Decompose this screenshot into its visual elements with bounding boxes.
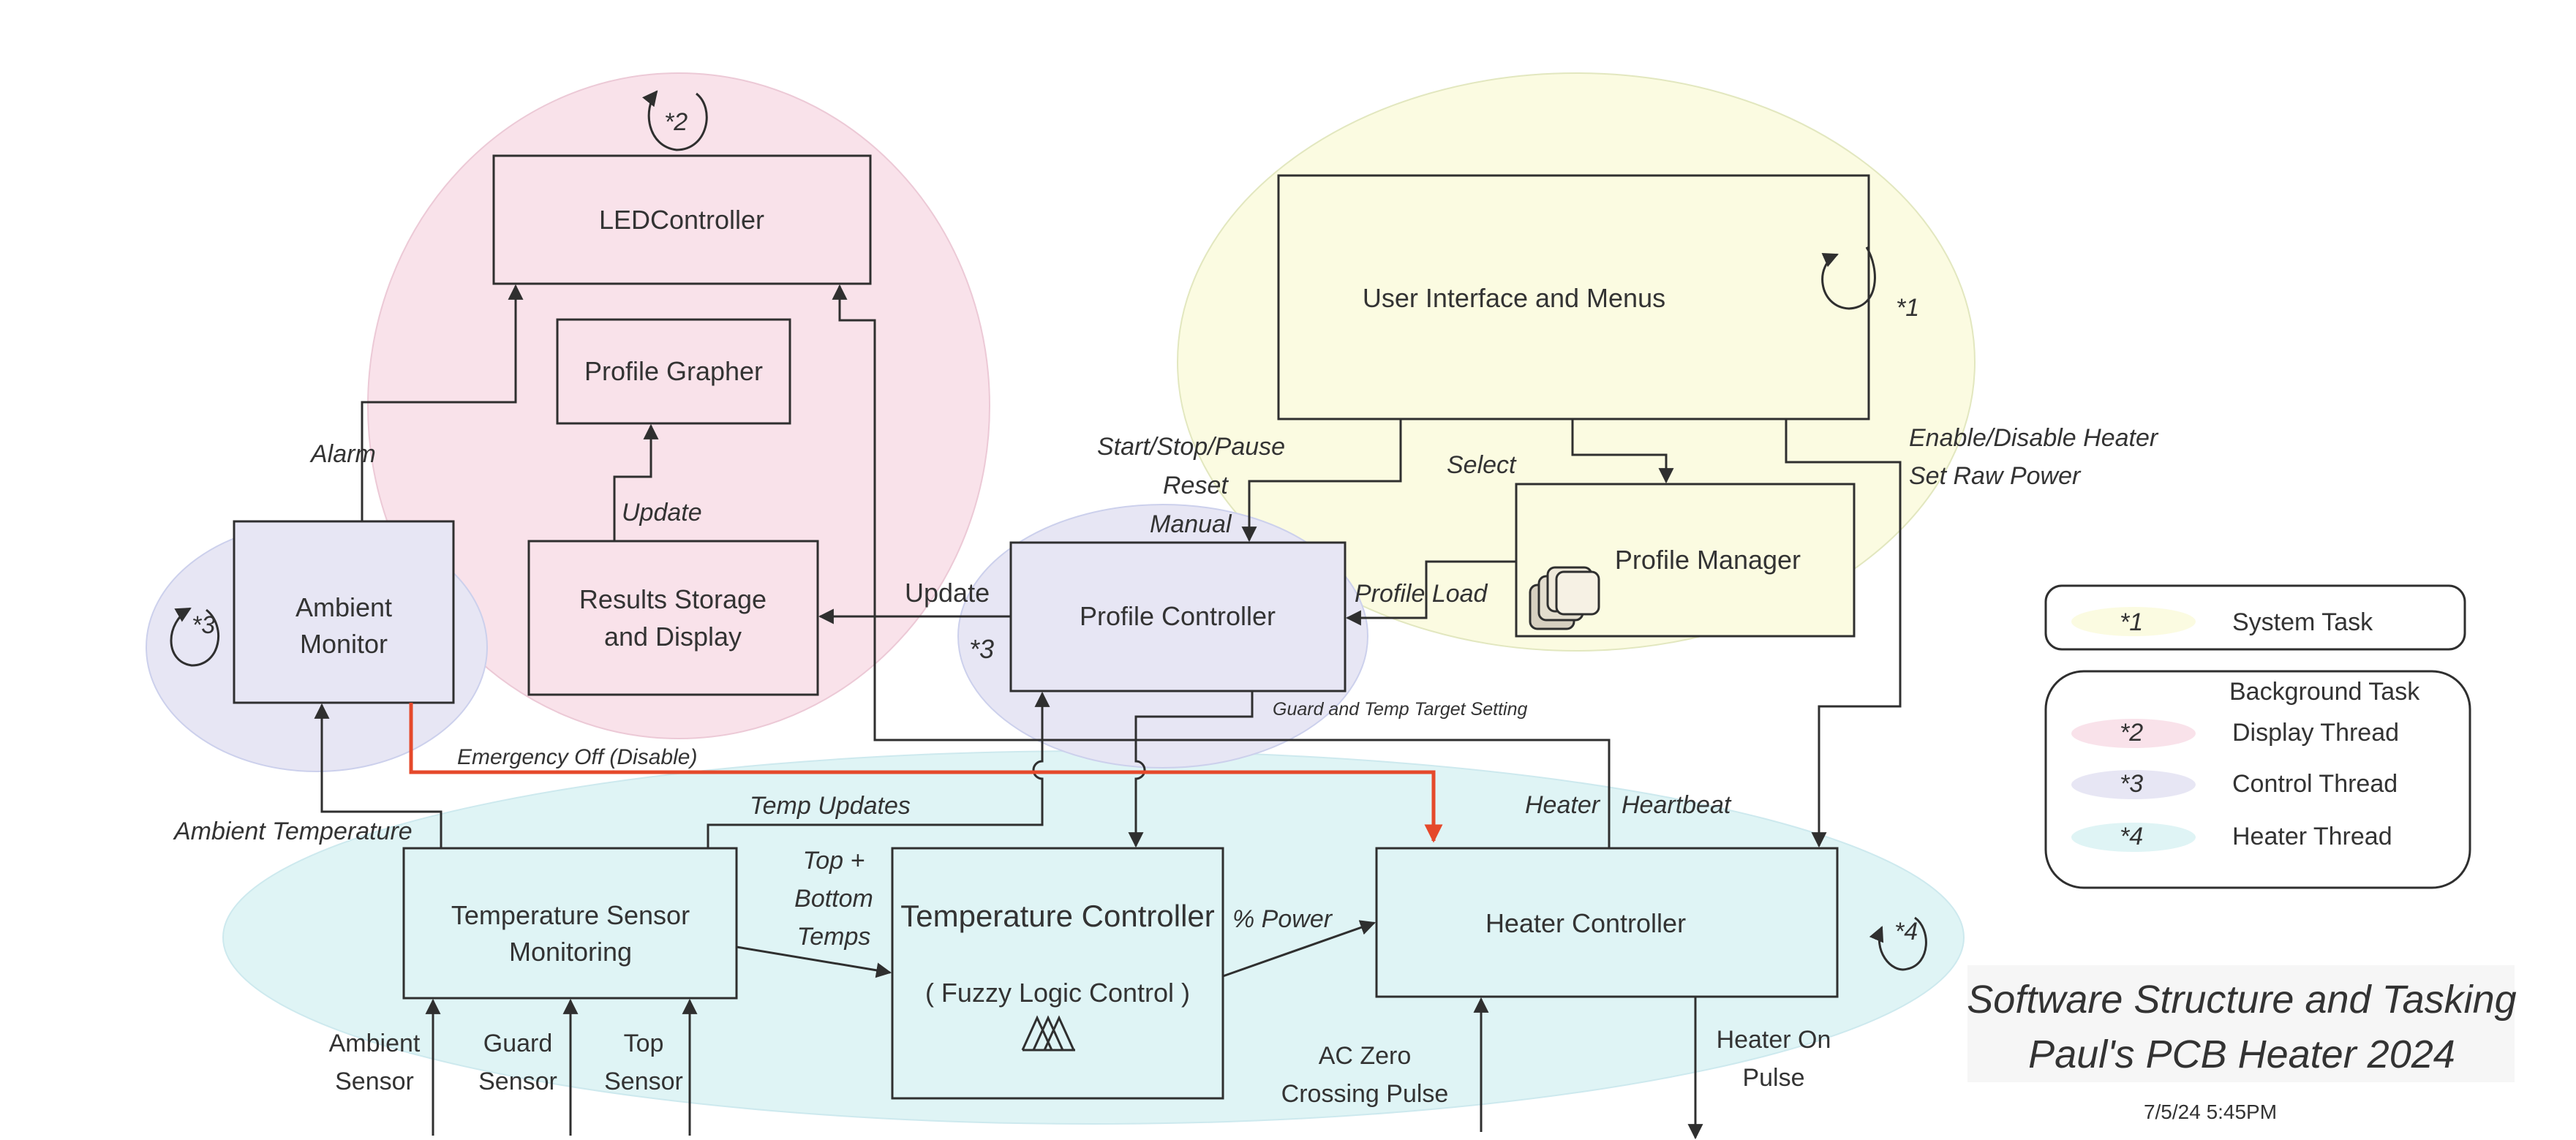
legend: *1 System Task Background Task *2 Displa… [2044,584,2471,889]
ac-zero-label-1: AC Zero [1319,1042,1412,1070]
temp-controller-box [891,847,1224,1100]
fuzzy-membership-icon [1021,1015,1075,1052]
legend-background-title: Background Task [2229,678,2420,706]
legend-system-label: System Task [2232,608,2373,636]
guard-sensor-label-1: Guard [483,1030,553,1057]
diagram-title-line1: Software Structure and Tasking [1967,978,2516,1022]
update-grapher-label: Update [622,499,702,526]
temp-sensor-box [402,847,738,1000]
ui-menus-box [1277,174,1870,420]
legend-display-label: Display Thread [2232,719,2399,747]
ambient-temperature-arrow [314,703,442,848]
guard-sensor-label-2: Sensor [478,1068,557,1095]
guard-setting-label: Guard and Temp Target Setting [1273,699,1527,720]
title-background [1967,965,2515,1082]
legend-heater-marker: *4 [2120,823,2143,850]
select-label: Select [1447,451,1517,479]
ambient-monitor-label-1: Ambient [295,592,392,622]
led-controller-label: LEDController [599,205,764,235]
top-bottom-label-3: Temps [797,923,871,951]
legend-display-swatch [2071,719,2196,748]
legend-control-marker: *3 [2120,770,2143,798]
emergency-off-label: Emergency Off (Disable) [457,745,697,769]
start-stop-label: Start/Stop/Pause [1097,433,1285,461]
enable-heater-arrow [1785,419,1902,848]
svg-text:*3: *3 [192,611,215,639]
ambient-sensor-label-1: Ambient [329,1030,421,1057]
legend-system-marker: *1 [2120,608,2143,636]
results-storage-box [527,540,819,696]
alarm-arrow [361,284,524,521]
emergency-off-arrow [409,703,1443,843]
control-task-marker-ambient: *3 [170,607,220,667]
results-storage-label-1: Results Storage [579,584,767,614]
temp-controller-label: Temperature Controller [900,899,1215,933]
top-bottom-label-1: Top + [803,847,865,875]
display-task-marker: *2 [642,90,708,151]
led-controller-box [492,154,872,285]
legend-system-swatch [2071,607,2196,636]
profile-grapher-label: Profile Grapher [584,356,763,386]
profile-grapher-box [556,318,791,425]
results-storage-label-2: and Display [604,622,742,652]
diagram-timestamp: 7/5/24 5:45PM [2144,1101,2277,1123]
top-bottom-temps-arrow [736,945,892,978]
legend-display-marker: *2 [2120,719,2143,747]
ac-zero-label-2: Crossing Pulse [1281,1080,1449,1108]
heater-controller-box [1375,847,1839,998]
ambient-temperature-label: Ambient Temperature [173,818,413,845]
top-sensor-label-1: Top [624,1030,664,1057]
fuzzy-logic-label: ( Fuzzy Logic Control ) [925,978,1190,1008]
temp-updates-label: Temp Updates [750,792,911,820]
profile-controller-box [1009,541,1347,692]
ambient-monitor-label-2: Monitor [300,629,388,659]
heater-on-label-1: Heater On [1717,1026,1831,1054]
update-grapher-arrow [613,423,659,541]
profile-load-arrow [1345,560,1516,626]
svg-text:*4: *4 [1894,918,1918,945]
heater-task-marker: *4 [1869,916,1927,971]
temp-sensor-label-1: Temperature Sensor [451,900,690,930]
stacked-pages-icon [1529,566,1600,630]
control-task-marker-profile: *3 [969,634,994,664]
diagram-title-line2: Paul's PCB Heater 2024 [2028,1033,2455,1076]
svg-text:*1: *1 [1896,294,1919,322]
guard-setting-arrow [1128,691,1254,848]
heartbeat-label: Heartbeat [1622,791,1732,819]
percent-power-label: % Power [1232,905,1333,933]
percent-power-arrow [1222,920,1376,978]
ambient-sensor-label-2: Sensor [335,1068,414,1095]
update-results-label: Update [905,578,990,608]
heater-label: Heater [1525,791,1601,819]
legend-heater-label: Heater Thread [2232,823,2392,850]
enable-heater-label: Enable/Disable Heater [1909,424,2159,452]
heater-controller-label: Heater Controller [1485,908,1686,938]
profile-load-label: Profile Load [1355,580,1488,608]
profile-controller-label: Profile Controller [1080,601,1276,631]
top-sensor-label-2: Sensor [604,1068,683,1095]
set-raw-power-label: Set Raw Power [1909,462,2082,490]
ui-menus-label: User Interface and Menus [1363,283,1665,313]
start-stop-arrow [1241,419,1402,543]
heater-on-label-2: Pulse [1742,1064,1804,1092]
legend-control-label: Control Thread [2232,770,2398,798]
legend-heater-swatch [2071,823,2196,852]
manual-label: Manual [1150,510,1232,538]
reset-label: Reset [1163,472,1229,499]
temp-sensor-label-2: Monitoring [509,937,632,967]
heartbeat-arrow [832,284,1611,848]
ambient-monitor-box [233,520,455,704]
alarm-label: Alarm [309,440,376,468]
legend-control-swatch [2071,770,2196,799]
system-task-marker: *1 [1821,246,1919,322]
svg-text:*2: *2 [664,108,688,136]
select-arrow [1571,419,1674,484]
profile-manager-label: Profile Manager [1615,545,1801,575]
top-bottom-label-2: Bottom [794,885,873,913]
